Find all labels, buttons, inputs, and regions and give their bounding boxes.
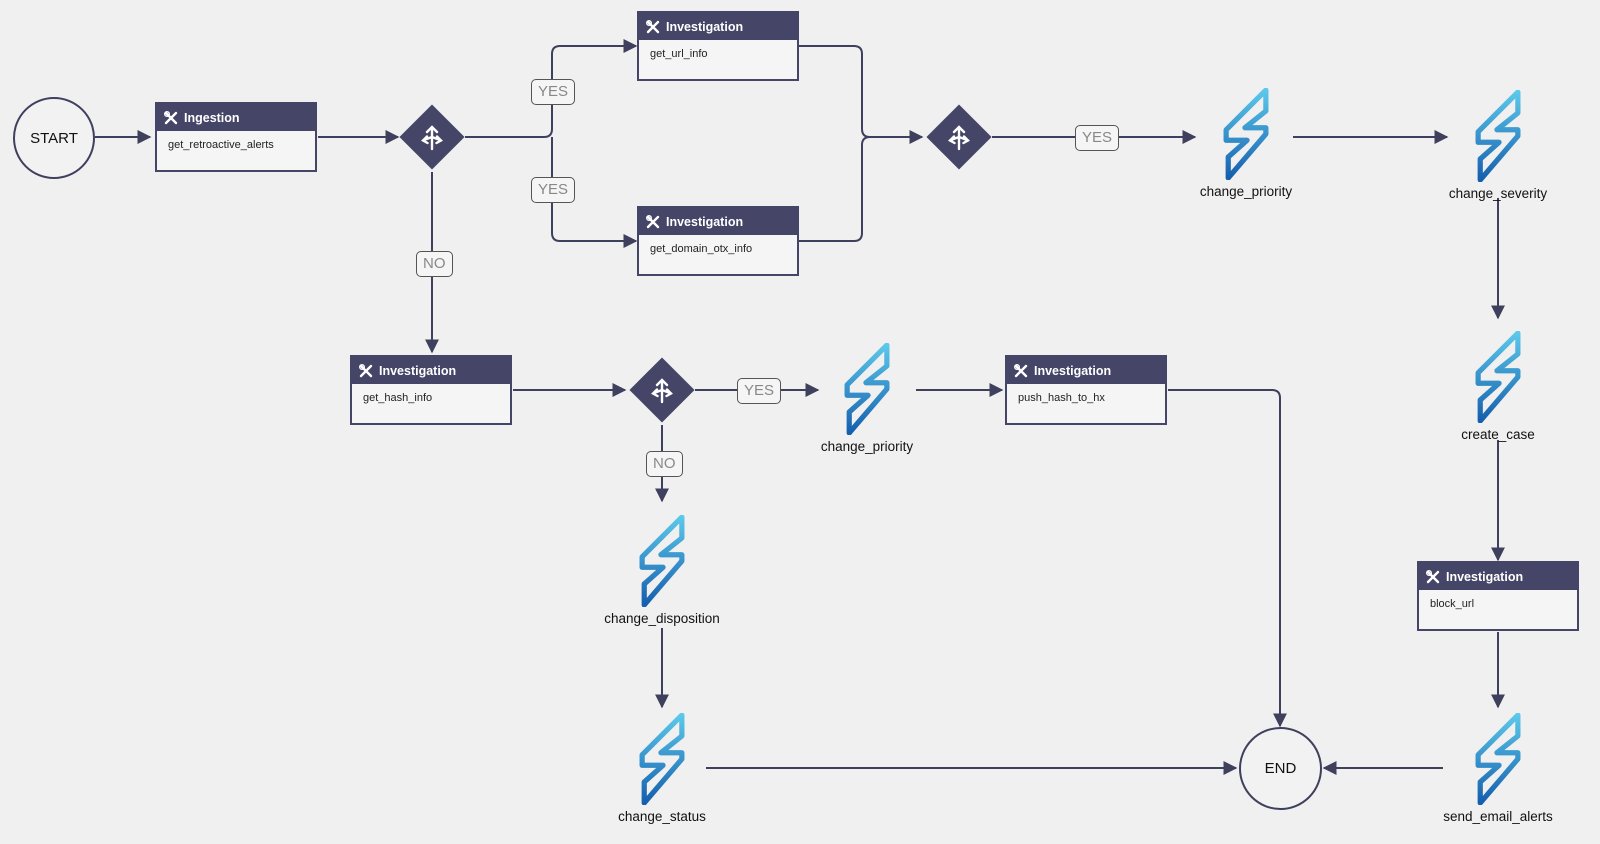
task-push-hash-to-hx[interactable]: Investigation push_hash_to_hx (1005, 355, 1167, 425)
lightning-icon (844, 343, 890, 435)
action-label: send_email_alerts (1443, 809, 1553, 824)
split-arrows-icon (948, 125, 970, 151)
task-type-label: Investigation (379, 363, 457, 378)
edge-domain-merge (798, 136, 871, 242)
decision-node-ingestion[interactable] (399, 104, 465, 170)
tools-icon (646, 19, 660, 33)
lightning-icon (1223, 88, 1269, 180)
tools-icon (1014, 363, 1028, 377)
action-change-priority-top[interactable]: change_priority (1171, 88, 1321, 199)
decision-node-hash[interactable] (629, 357, 695, 423)
tools-icon (359, 363, 373, 377)
task-type-label: Ingestion (184, 110, 240, 125)
task-get-domain-otx-info[interactable]: Investigation get_domain_otx_info (637, 206, 799, 276)
edge-push-hash-end (1168, 389, 1287, 728)
action-label: change_priority (820, 439, 914, 454)
action-change-priority-mid[interactable]: change_priority (792, 343, 942, 454)
action-change-severity[interactable]: change_severity (1423, 90, 1573, 201)
branch-label-yes-url: YES (531, 79, 576, 105)
action-label: change_disposition (604, 611, 720, 626)
task-get-retroactive-alerts[interactable]: Ingestion get_retroactive_alerts (155, 102, 317, 172)
lightning-icon (1475, 90, 1521, 182)
branch-label-yes-merge: YES (1075, 125, 1120, 151)
task-get-url-info[interactable]: Investigation get_url_info (637, 11, 799, 81)
action-create-case[interactable]: create_case (1423, 331, 1573, 442)
edge-url-merge (798, 45, 924, 144)
lightning-icon (1475, 331, 1521, 423)
start-label: START (30, 129, 78, 147)
lightning-icon (1475, 713, 1521, 805)
edge-decision1-domain (551, 137, 638, 248)
task-type-label: Investigation (1034, 363, 1112, 378)
task-type-label: Investigation (1446, 569, 1524, 584)
task-name: get_domain_otx_info (650, 243, 753, 255)
decision-node-merge[interactable] (926, 104, 992, 170)
task-block-url[interactable]: Investigation block_url (1417, 561, 1579, 631)
task-header: Investigation (1007, 357, 1165, 384)
tools-icon (1426, 569, 1440, 583)
task-header: Ingestion (157, 104, 315, 131)
branch-label-no-disposition: NO (646, 451, 683, 477)
split-arrows-icon (651, 378, 673, 404)
task-header: Investigation (352, 357, 510, 384)
task-header: Investigation (639, 13, 797, 40)
action-change-disposition[interactable]: change_disposition (587, 515, 737, 626)
action-label: change_severity (1448, 186, 1548, 201)
action-label: create_case (1461, 427, 1535, 442)
task-name: push_hash_to_hx (1018, 392, 1105, 404)
action-label: change_priority (1199, 184, 1293, 199)
task-get-hash-info[interactable]: Investigation get_hash_info (350, 355, 512, 425)
start-node[interactable]: START (13, 97, 95, 179)
action-label: change_status (618, 809, 706, 824)
tools-icon (646, 214, 660, 228)
task-name: block_url (1430, 598, 1475, 610)
lightning-icon (639, 713, 685, 805)
branch-label-no-hash: NO (416, 251, 453, 277)
split-arrows-icon (421, 125, 443, 151)
branch-label-yes-domain: YES (531, 177, 576, 203)
action-change-status[interactable]: change_status (587, 713, 737, 824)
action-send-email-alerts[interactable]: send_email_alerts (1423, 713, 1573, 824)
tools-icon (164, 110, 178, 124)
task-name: get_url_info (650, 48, 708, 60)
task-header: Investigation (1419, 563, 1577, 590)
task-name: get_hash_info (363, 392, 433, 404)
branch-label-yes-hash: YES (737, 378, 782, 404)
task-name: get_retroactive_alerts (168, 139, 274, 151)
end-label: END (1264, 760, 1297, 777)
task-type-label: Investigation (666, 214, 744, 229)
end-node[interactable]: END (1239, 727, 1322, 810)
task-type-label: Investigation (666, 19, 744, 34)
task-header: Investigation (639, 208, 797, 235)
lightning-icon (639, 515, 685, 607)
